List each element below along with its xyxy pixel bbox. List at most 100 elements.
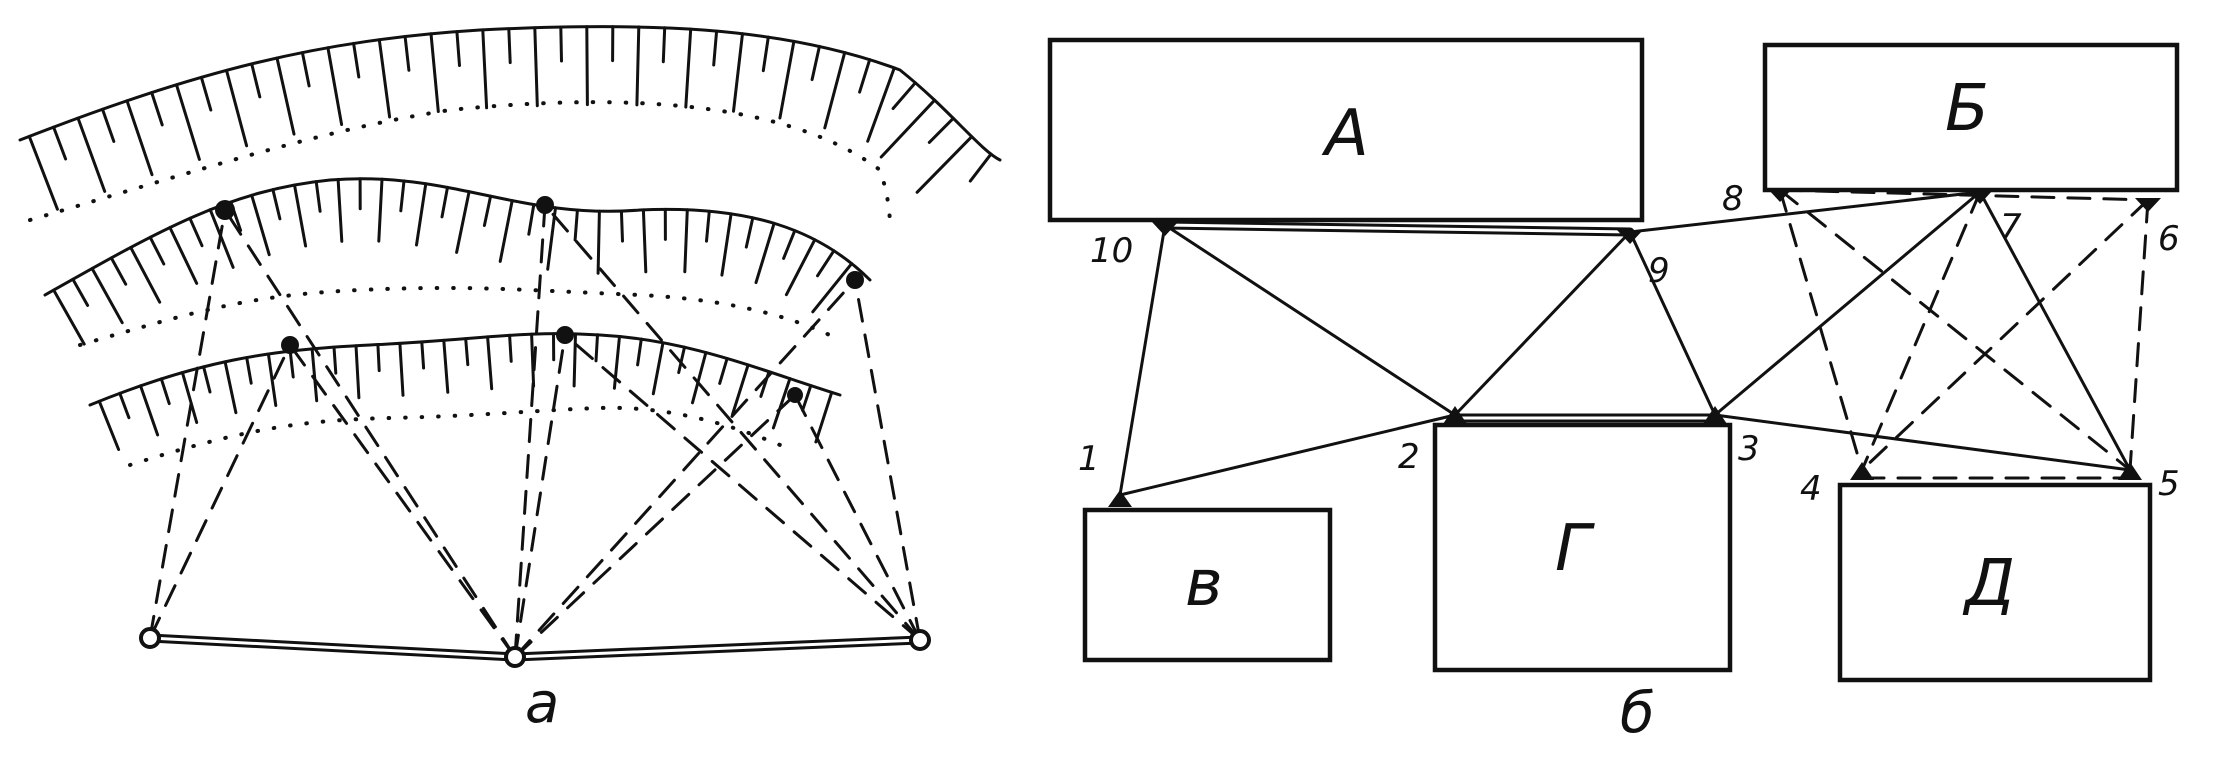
station-marker xyxy=(1617,230,1643,244)
hachure-tick xyxy=(661,26,667,64)
station-label-4: 4 xyxy=(1800,469,1822,509)
building-d-label: Д xyxy=(1962,547,2015,621)
hachure-tick xyxy=(354,344,361,400)
sight-line xyxy=(148,343,292,640)
station-label-6: 6 xyxy=(2158,219,2180,259)
sight-line xyxy=(793,393,922,642)
building-v-label: в xyxy=(1185,547,1223,621)
hachure-tick xyxy=(683,208,689,274)
sight-line xyxy=(853,278,922,642)
hachure-tick xyxy=(814,390,834,444)
panel-a: а xyxy=(18,25,1002,736)
traverse-line xyxy=(1628,230,1717,417)
hachure-tick xyxy=(310,347,319,403)
hachure-tick xyxy=(744,216,755,249)
hachure-tick xyxy=(481,28,489,110)
hachure-tick xyxy=(129,245,162,304)
station-point xyxy=(504,646,526,668)
hachure-tick xyxy=(784,238,817,297)
slope-edge-dotted-top xyxy=(28,100,892,232)
hachure-tick xyxy=(968,152,993,183)
station-label-9: 9 xyxy=(1648,251,1670,291)
buildings xyxy=(1047,37,2180,683)
hachure-tick xyxy=(731,363,750,416)
building-g-label: Г xyxy=(1555,512,1595,586)
hachure-tick xyxy=(440,185,449,219)
sight-line xyxy=(2128,198,2150,472)
traverse-line xyxy=(1118,223,1167,497)
slope-target-points xyxy=(215,196,864,403)
hachure-tick xyxy=(455,190,471,254)
slope-contour-top xyxy=(18,25,1002,162)
hachure-tick xyxy=(71,277,90,307)
hachure-tick xyxy=(139,384,160,437)
base-segment-right-inner xyxy=(514,638,921,659)
base-stations xyxy=(139,627,931,668)
hachure-tick xyxy=(754,221,776,285)
hachure-tick xyxy=(420,340,426,370)
hachure-tick xyxy=(596,209,601,275)
station-label-5: 5 xyxy=(2158,464,2180,504)
hachure-tick xyxy=(326,46,344,126)
hachure-tick xyxy=(636,337,643,367)
panel-a-caption: а xyxy=(525,671,559,736)
hachure-tick xyxy=(300,51,311,88)
target-point xyxy=(281,336,299,354)
hachure-tick xyxy=(159,377,171,406)
station-label-7: 7 xyxy=(2000,207,2022,247)
sight-line xyxy=(1778,188,2150,202)
traverse-line xyxy=(1453,230,1632,417)
hachure-tick xyxy=(801,384,813,412)
hachure-tick xyxy=(823,51,847,130)
hachure-tick xyxy=(168,226,199,285)
station-marker xyxy=(2118,462,2142,480)
base-line xyxy=(145,633,925,662)
hachure-tick xyxy=(245,356,253,385)
station-marker xyxy=(1108,490,1132,507)
hachure-tick xyxy=(891,81,917,110)
target-point xyxy=(215,200,235,220)
hachure-tick xyxy=(180,371,199,424)
sight-lines xyxy=(148,203,922,659)
station-marker xyxy=(1152,222,1178,236)
hachure-tick xyxy=(507,27,512,65)
hachure-tick xyxy=(314,180,322,213)
hachure-tick xyxy=(27,134,59,211)
hachure-tick xyxy=(778,39,796,120)
hachure-tick xyxy=(250,62,262,99)
sight-line xyxy=(1778,188,1864,472)
hachure-tick xyxy=(771,377,792,430)
station-label-3: 3 xyxy=(1738,429,1760,469)
hachure-tick xyxy=(619,209,624,243)
station-label-2: 2 xyxy=(1398,437,1420,477)
station-label-1: 1 xyxy=(1078,439,1100,479)
hachure-tick xyxy=(377,38,392,119)
hachure-tick xyxy=(52,288,86,346)
hachure-tick xyxy=(275,56,296,136)
station-marker xyxy=(1967,190,1993,204)
hachure-tick xyxy=(677,345,686,375)
slope-edge-dotted-bottom xyxy=(128,405,782,467)
slope-contour-middle xyxy=(43,177,872,297)
hachure-tick xyxy=(398,341,405,397)
hachure-tick xyxy=(250,193,271,257)
building-b xyxy=(1762,42,2180,193)
hachure-tick xyxy=(530,332,536,388)
hachure-tick xyxy=(101,107,116,143)
hachure-tick xyxy=(429,32,440,113)
target-point xyxy=(787,387,803,403)
panel-b-caption: б xyxy=(1620,681,1655,746)
hachure-tick xyxy=(175,83,201,161)
hachure-tick xyxy=(915,135,974,194)
station-marker xyxy=(1703,406,1727,424)
hachure-tick xyxy=(399,179,406,213)
station-marker xyxy=(1850,462,1874,480)
hachure-tick xyxy=(225,68,249,148)
hachure-tick xyxy=(811,262,854,314)
station-marker xyxy=(1443,406,1467,424)
building-a xyxy=(1047,37,1645,223)
hachure-tick xyxy=(202,365,212,394)
traverse-line xyxy=(1978,190,2132,472)
sight-line xyxy=(513,333,567,659)
